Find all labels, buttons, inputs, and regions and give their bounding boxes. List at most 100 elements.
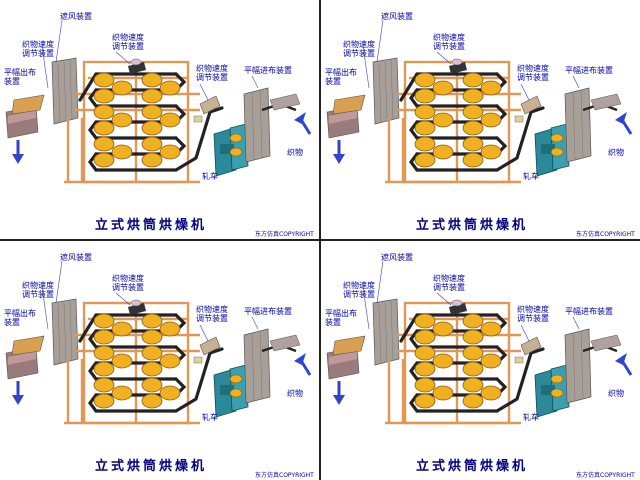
drying-cylinders-right <box>141 72 181 168</box>
label-speed-left-line2: 调节装置 <box>343 49 375 58</box>
label-pointers <box>362 19 580 101</box>
fabric-path <box>399 72 545 172</box>
diagram-panel-bottom-left: 遮风装置 织物速度 调节装置 织物速度 调节装置 织物速度 调节装置 平幅出布 … <box>0 241 319 480</box>
exit-direction-arrow <box>333 140 345 164</box>
label-speed-mid-line2: 调节装置 <box>112 283 144 292</box>
label-speed-left-line1: 织物速度 <box>22 40 54 49</box>
middle-speed-regulator <box>514 95 542 123</box>
copyright-text: 东方仿真COPYRIGHT <box>576 231 635 238</box>
label-speed-right-line2: 调节装置 <box>196 314 228 323</box>
drying-cylinders-right <box>141 313 181 409</box>
diagram-title: 立式烘筒烘燥机 <box>416 459 529 474</box>
entry-device <box>564 328 622 404</box>
exit-direction-arrow <box>333 381 345 405</box>
entry-device <box>564 87 622 163</box>
label-exit-line2: 装置 <box>325 77 341 86</box>
entry-device <box>243 87 301 163</box>
drying-cylinders-right <box>462 313 502 409</box>
label-speed-mid-line2: 调节装置 <box>112 42 144 51</box>
label-shield: 遮风装置 <box>60 12 92 21</box>
label-speed-right-line1: 织物速度 <box>196 305 228 314</box>
label-rolls: 轧车 <box>523 172 539 181</box>
label-pointers <box>41 19 259 101</box>
label-speed-right-line2: 调节装置 <box>517 73 549 82</box>
label-fabric: 织物 <box>608 148 624 157</box>
label-entry: 平幅进布装置 <box>565 307 613 316</box>
label-speed-left-line2: 调节装置 <box>22 290 54 299</box>
label-exit-line1: 平幅出布 <box>325 309 357 318</box>
diagram-title: 立式烘筒烘燥机 <box>416 218 529 233</box>
entry-direction-arrow <box>615 353 633 376</box>
drying-cylinders-right <box>462 72 502 168</box>
drying-cylinders-left <box>414 313 454 409</box>
copyright-text: 东方仿真COPYRIGHT <box>255 231 314 238</box>
label-speed-right-line1: 织物速度 <box>196 64 228 73</box>
label-exit-line1: 平幅出布 <box>4 309 36 318</box>
label-speed-right-line2: 调节装置 <box>517 314 549 323</box>
exit-fabric-stack <box>326 94 366 139</box>
entry-device <box>243 328 301 404</box>
label-speed-left-line1: 织物速度 <box>343 281 375 290</box>
label-rolls: 轧车 <box>202 413 218 422</box>
label-rolls: 轧车 <box>202 172 218 181</box>
padder-machine <box>213 364 249 418</box>
label-shield: 遮风装置 <box>381 12 413 21</box>
label-speed-left-line2: 调节装置 <box>343 290 375 299</box>
fabric-path <box>399 313 545 413</box>
entry-direction-arrow <box>294 112 312 135</box>
label-exit-line1: 平幅出布 <box>325 68 357 77</box>
middle-speed-regulator <box>193 95 221 123</box>
padder-machine <box>534 364 570 418</box>
label-fabric: 织物 <box>287 389 303 398</box>
exit-direction-arrow <box>12 381 24 405</box>
label-exit-line2: 装置 <box>4 77 20 86</box>
label-speed-right-line1: 织物速度 <box>517 64 549 73</box>
label-exit-line1: 平幅出布 <box>4 68 36 77</box>
label-speed-left-line1: 织物速度 <box>22 281 54 290</box>
label-fabric: 织物 <box>287 148 303 157</box>
label-pointers <box>41 260 259 342</box>
diagram-panel-top-right: 遮风装置 织物速度 调节装置 织物速度 调节装置 织物速度 调节装置 平幅出布 … <box>321 0 640 239</box>
exit-fabric-stack <box>5 94 45 139</box>
label-speed-mid-line2: 调节装置 <box>433 42 465 51</box>
copyright-text: 东方仿真COPYRIGHT <box>576 472 635 479</box>
label-shield: 遮风装置 <box>381 253 413 262</box>
label-exit-line2: 装置 <box>325 318 341 327</box>
middle-speed-regulator <box>193 336 221 364</box>
entry-direction-arrow <box>615 112 633 135</box>
label-speed-mid-line2: 调节装置 <box>433 283 465 292</box>
label-speed-right-line1: 织物速度 <box>517 305 549 314</box>
label-speed-mid-line1: 织物速度 <box>112 33 144 42</box>
exit-fabric-stack <box>326 335 366 380</box>
shield-panel <box>51 57 79 125</box>
drying-cylinders-left <box>414 72 454 168</box>
label-rolls: 轧车 <box>523 413 539 422</box>
label-shield: 遮风装置 <box>60 253 92 262</box>
dryer-illustration <box>326 19 633 184</box>
label-entry: 平幅进布装置 <box>244 66 292 75</box>
top-speed-regulator <box>449 299 467 315</box>
diagram-title: 立式烘筒烘燥机 <box>95 459 208 474</box>
drying-cylinders-left <box>93 72 133 168</box>
diagram-panel-bottom-right: 遮风装置 织物速度 调节装置 织物速度 调节装置 织物速度 调节装置 平幅出布 … <box>321 241 640 480</box>
exit-direction-arrow <box>12 140 24 164</box>
label-speed-left-line1: 织物速度 <box>343 40 375 49</box>
label-speed-mid-line1: 织物速度 <box>433 33 465 42</box>
label-speed-mid-line1: 织物速度 <box>112 274 144 283</box>
dryer-illustration <box>326 260 633 425</box>
diagram-panel-top-left: 遮风装置 织物速度 调节装置 织物速度 调节装置 织物速度 调节装置 平幅出布 … <box>0 0 319 239</box>
dryer-illustration <box>5 260 312 425</box>
label-entry: 平幅进布装置 <box>565 66 613 75</box>
top-speed-regulator <box>128 58 146 74</box>
label-speed-left-line2: 调节装置 <box>22 49 54 58</box>
grid-divider-horizontal <box>0 239 640 241</box>
label-speed-right-line2: 调节装置 <box>196 73 228 82</box>
top-speed-regulator <box>449 58 467 74</box>
diagram-title: 立式烘筒烘燥机 <box>95 218 208 233</box>
fabric-path <box>78 313 224 413</box>
shield-panel <box>51 298 79 366</box>
entry-direction-arrow <box>294 353 312 376</box>
dryer-illustration <box>5 19 312 184</box>
shield-panel <box>372 57 400 125</box>
